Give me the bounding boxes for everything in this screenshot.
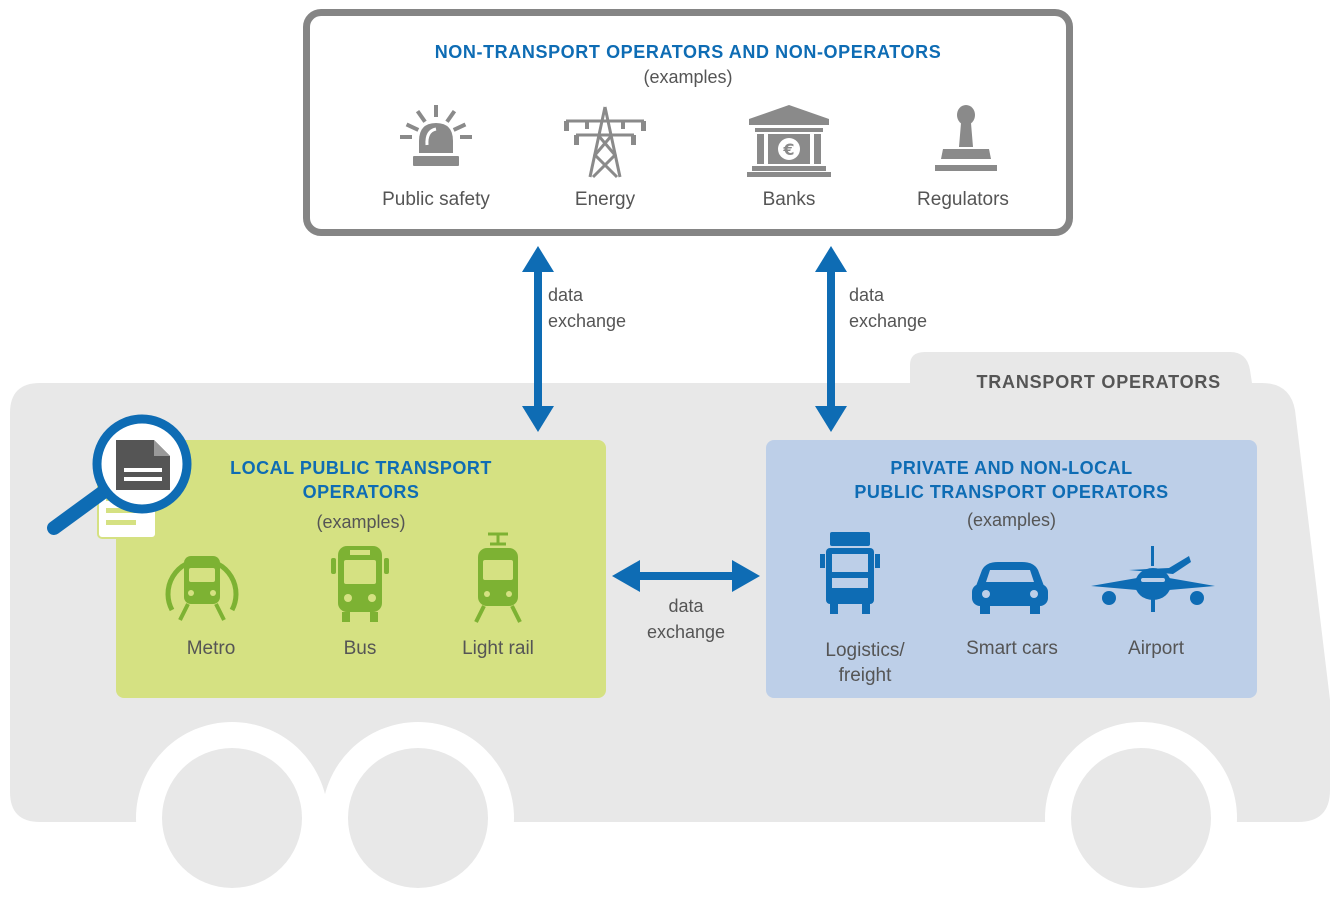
stamp-icon: [935, 105, 997, 171]
local-operators-title: LOCAL PUBLIC TRANSPORT OPERATORS: [116, 456, 606, 504]
truck-icon: [820, 532, 880, 614]
label-public-safety: Public safety: [382, 189, 490, 210]
wheel-right: [1071, 748, 1211, 888]
label-logistics-line2: freight: [838, 665, 892, 686]
local-operators-subtitle: (examples): [316, 512, 406, 532]
wheel-middle: [348, 748, 488, 888]
arrow-left-vertical: [522, 246, 554, 432]
arrow-right-head: [732, 560, 760, 592]
private-operators-title: PRIVATE AND NON-LOCAL PUBLIC TRANSPORT O…: [766, 456, 1257, 504]
label-airport: Airport: [1128, 638, 1184, 659]
wheel-left: [162, 748, 302, 888]
label-smart-cars: Smart cars: [966, 638, 1058, 659]
local-operators-box: LOCAL PUBLIC TRANSPORT OPERATORS (exampl…: [116, 440, 606, 698]
local-operators-title-line1: LOCAL PUBLIC TRANSPORT: [230, 458, 492, 478]
transport-operators-label: TRANSPORT OPERATORS: [976, 372, 1221, 392]
non-transport-title: NON-TRANSPORT OPERATORS AND NON-OPERATOR…: [434, 42, 942, 62]
non-transport-box: NON-TRANSPORT OPERATORS AND NON-OPERATOR…: [303, 9, 1073, 236]
label-light-rail: Light rail: [462, 638, 534, 659]
data-exchange-label-horizontal: data exchange: [606, 593, 766, 645]
private-operators-box: PRIVATE AND NON-LOCAL PUBLIC TRANSPORT O…: [766, 440, 1257, 698]
magnifier-document-icon: [47, 414, 192, 539]
metro-icon: [165, 556, 239, 621]
private-operators-title-line1: PRIVATE AND NON-LOCAL: [890, 458, 1133, 478]
svg-text:€: €: [782, 140, 794, 159]
label-logistics-line1: Logistics/: [825, 640, 905, 661]
label-metro: Metro: [186, 638, 236, 659]
label-banks: Banks: [762, 189, 816, 210]
label-energy: Energy: [574, 189, 636, 210]
non-transport-subtitle: (examples): [643, 67, 733, 87]
local-operators-title-line2: OPERATORS: [302, 482, 420, 502]
label-regulators: Regulators: [917, 189, 1009, 210]
arrow-down-head: [522, 406, 554, 432]
arrow-up-head: [815, 246, 847, 272]
arrow-horizontal: [612, 560, 760, 592]
power-pylon-icon: [564, 106, 646, 179]
car-icon: [972, 562, 1048, 614]
private-operators-subtitle: (examples): [966, 510, 1057, 530]
label-bus: Bus: [343, 638, 377, 659]
siren-icon: [400, 105, 472, 166]
data-exchange-label-horizontal-line1: data: [668, 596, 704, 616]
label-logistics: Logistics/ freight: [780, 638, 950, 688]
bus-icon: [331, 546, 389, 622]
arrow-right-vertical: [815, 246, 847, 432]
arrow-up-head: [522, 246, 554, 272]
data-exchange-label-left-line2: exchange: [548, 311, 627, 331]
data-exchange-label-right-line2: exchange: [849, 311, 928, 331]
data-exchange-label-left-line1: data: [548, 285, 584, 305]
data-exchange-label-right-line1: data: [849, 285, 885, 305]
private-operators-title-line2: PUBLIC TRANSPORT OPERATORS: [854, 482, 1169, 502]
airplane-icon: [1091, 546, 1215, 612]
bank-euro-icon: €: [747, 105, 831, 177]
arrow-down-head: [815, 406, 847, 432]
data-exchange-label-left: data exchange: [548, 282, 626, 334]
data-exchange-label-right: data exchange: [849, 282, 927, 334]
arrow-left-head: [612, 560, 640, 592]
data-exchange-label-horizontal-line2: exchange: [646, 622, 726, 642]
tram-icon: [474, 532, 522, 623]
